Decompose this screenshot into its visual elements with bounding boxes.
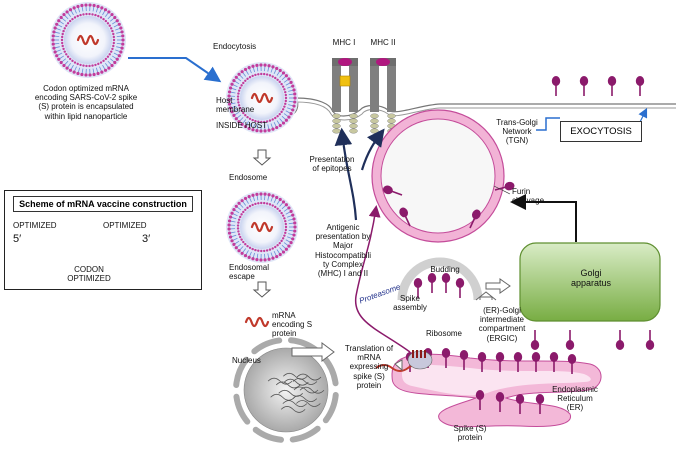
furin-label: Furin cleavage bbox=[512, 187, 545, 206]
host-membrane-label: Host membrane bbox=[216, 96, 255, 115]
er-spike-5 bbox=[495, 352, 505, 372]
golgi-label: Golgi apparatus bbox=[570, 268, 612, 289]
budding-spike-3 bbox=[455, 278, 465, 298]
ergic-label: (ER)-Golgi intermediate compartment (ERG… bbox=[478, 306, 526, 343]
endocytosis-arrow bbox=[128, 57, 222, 83]
ribosome-label: Ribosome bbox=[425, 329, 462, 338]
golgi-spike-1 bbox=[565, 330, 575, 350]
arrow-to-ribosome bbox=[394, 359, 403, 372]
er-spike-3 bbox=[459, 350, 469, 370]
budding-label: Budding bbox=[430, 265, 460, 274]
five-prime-label: 5′ bbox=[13, 233, 22, 245]
arrow-to-golgi bbox=[485, 278, 511, 294]
optimized-left-label: OPTIMIZED bbox=[13, 221, 57, 230]
arrow-golgi-to-tgn bbox=[510, 194, 577, 242]
mrna-scheme-panel: Scheme of mRNA vaccine construction OPTI… bbox=[4, 190, 202, 290]
er-spike-11 bbox=[495, 392, 505, 412]
budding-vesicle bbox=[397, 257, 483, 301]
tgn-to-exocytosis bbox=[536, 117, 560, 131]
nucleus bbox=[243, 347, 329, 433]
golgi-apparatus bbox=[519, 242, 661, 322]
chromatin bbox=[267, 372, 325, 413]
mrna-label: mRNA encoding S protein bbox=[272, 311, 313, 339]
golgi-spike-3 bbox=[645, 330, 655, 350]
mhc2-molecule-epitope bbox=[376, 58, 390, 66]
arrow-to-endosome bbox=[252, 149, 272, 166]
er-spike-13 bbox=[535, 394, 545, 414]
mhc1-molecule bbox=[332, 58, 358, 134]
budding-spike-2 bbox=[441, 273, 451, 293]
nuclear-envelope bbox=[233, 337, 339, 443]
er-spike-12 bbox=[515, 394, 525, 414]
presentation-label: Presentation of epitopes bbox=[309, 155, 355, 174]
arrow-to-mhc2 bbox=[360, 128, 385, 171]
arrow-endosomal-escape bbox=[252, 281, 272, 298]
surface-spike-2 bbox=[607, 76, 617, 96]
spike-protein-label: Spike (S) protein bbox=[453, 424, 487, 443]
optimized-right-label: OPTIMIZED bbox=[103, 221, 147, 230]
arrow-to-translation bbox=[291, 342, 335, 362]
surface-spike-3 bbox=[635, 76, 645, 96]
arrow-ergic-up bbox=[475, 291, 497, 301]
surface-spike-1 bbox=[579, 76, 589, 96]
furin-pointer bbox=[493, 185, 511, 195]
lnp-caption: Codon optimized mRNA encoding SARS-CoV-2… bbox=[34, 84, 138, 121]
scheme-title: Scheme of mRNA vaccine construction bbox=[13, 196, 193, 212]
endosome-nanoparticle-mrna bbox=[250, 221, 274, 233]
budding-spike-1 bbox=[427, 273, 437, 293]
er-spike-10 bbox=[475, 390, 485, 410]
mhc1-label: MHC I bbox=[332, 38, 356, 47]
endosome-nanoparticle bbox=[226, 191, 298, 263]
tgn-spike-1 bbox=[382, 185, 403, 196]
er-spike-9 bbox=[567, 354, 577, 374]
antigenic-label: Antigenic presentation by Major Histocom… bbox=[314, 223, 372, 278]
mhc2-molecule bbox=[370, 58, 396, 134]
exocytosis-box: EXOCYTOSIS bbox=[560, 121, 642, 142]
host-membrane bbox=[295, 97, 676, 117]
spike-assembly-label: Spike assembly bbox=[393, 294, 427, 313]
nucleus-label: Nucleus bbox=[232, 356, 261, 365]
tgn-label: Trans-Golgi Network (TGN) bbox=[496, 118, 538, 146]
mhc1-molecule-square bbox=[339, 75, 351, 87]
endocytosed-nanoparticle bbox=[226, 62, 298, 134]
lipid-nanoparticle-mrna bbox=[76, 34, 100, 46]
er-spike-7 bbox=[531, 352, 541, 372]
three-prime-label: 3′ bbox=[142, 233, 151, 245]
er-lumen bbox=[402, 364, 591, 396]
codon-optimized-label: CODON OPTIMIZED bbox=[67, 265, 111, 284]
mhc1-molecule-epitope bbox=[338, 58, 352, 66]
tgn-vesicle-lumen bbox=[380, 118, 496, 234]
tgn-spike-4 bbox=[469, 209, 481, 229]
golgi-spike-0 bbox=[530, 330, 540, 350]
er-label: Endoplasmic Reticulum (ER) bbox=[552, 385, 598, 413]
endocytosed-nanoparticle-mrna bbox=[250, 92, 274, 104]
tgn-spike-2 bbox=[494, 181, 515, 191]
exocytosis-arrow bbox=[638, 107, 648, 123]
lipid-nanoparticle bbox=[50, 2, 126, 78]
inside-host-label: INSIDE HOST bbox=[216, 121, 268, 130]
mhc2-label: MHC II bbox=[370, 38, 396, 47]
er-spike-2 bbox=[441, 348, 451, 368]
endosome-label: Endosome bbox=[229, 173, 268, 182]
er-spike-6 bbox=[513, 352, 523, 372]
free-mrna-icon bbox=[244, 316, 270, 328]
er-spike-8 bbox=[549, 352, 559, 372]
budding-spike-0 bbox=[413, 278, 423, 298]
er-spike-4 bbox=[477, 352, 487, 372]
golgi-spike-2 bbox=[615, 330, 625, 350]
endocytosis-label: Endocytosis bbox=[213, 42, 257, 51]
translation-label: Translation of mRNA expressing spike (S)… bbox=[344, 344, 394, 390]
proteasome-path bbox=[354, 205, 411, 353]
surface-spike-0 bbox=[551, 76, 561, 96]
arrow-to-mhc1 bbox=[334, 127, 358, 221]
escape-label: Endosomal escape bbox=[229, 263, 270, 282]
tgn-spike-3 bbox=[399, 207, 411, 227]
